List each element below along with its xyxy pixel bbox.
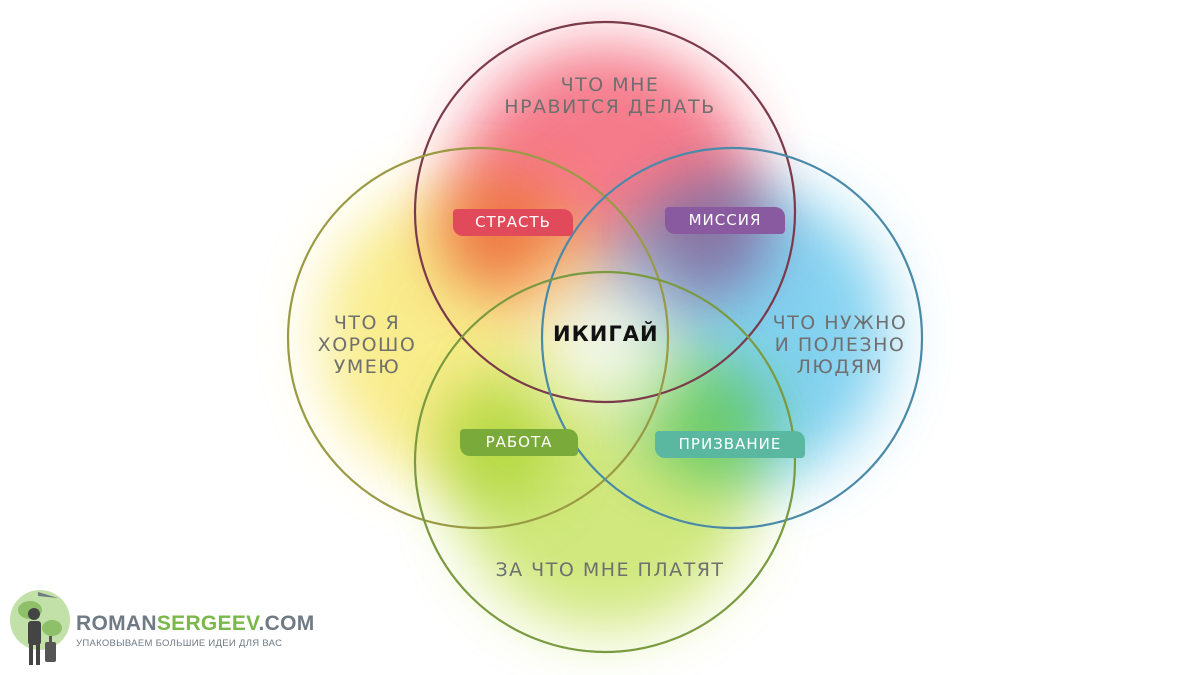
tag-passion: СТРАСТЬ (453, 209, 573, 236)
fill-bottom-right (655, 360, 775, 480)
circle-label-left: ЧТО Я ХОРОШО УМЕЮ (317, 312, 417, 378)
circle-label-bottom: ЗА ЧТО МНЕ ПЛАТЯТ (495, 559, 725, 581)
brand-logo: ROMANSERGEEV.COM УПАКОВЫВАЕМ БОЛЬШИЕ ИДЕ… (8, 580, 314, 670)
circle-bottom-outline (413, 270, 797, 654)
brand-tagline: УПАКОВЫВАЕМ БОЛЬШИЕ ИДЕИ ДЛЯ ВАС (76, 638, 283, 649)
tag-vocation: ПРИЗВАНИЕ (655, 431, 805, 458)
center-label: ИКИГАЙ (553, 322, 659, 346)
circle-left-outline (286, 146, 670, 530)
circle-top-outline (413, 20, 797, 404)
brand-name-part2: SERGEEV (156, 612, 259, 635)
fill-center-glow (530, 275, 670, 415)
circle-label-top: ЧТО МНЕ НРАВИТСЯ ДЕЛАТЬ (504, 74, 716, 118)
brand-name: ROMANSERGEEV.COM (76, 612, 315, 636)
brand-name-part3: .COM (258, 612, 315, 635)
brand-name-part1: ROMAN (76, 612, 157, 635)
circle-label-right: ЧТО НУЖНО И ПОЛЕЗНО ЛЮДЯМ (772, 312, 908, 378)
traveler-icon (10, 590, 70, 665)
tag-profession: РАБОТА (460, 429, 578, 456)
tag-mission: МИССИЯ (665, 207, 785, 234)
circle-right-outline (540, 146, 924, 530)
